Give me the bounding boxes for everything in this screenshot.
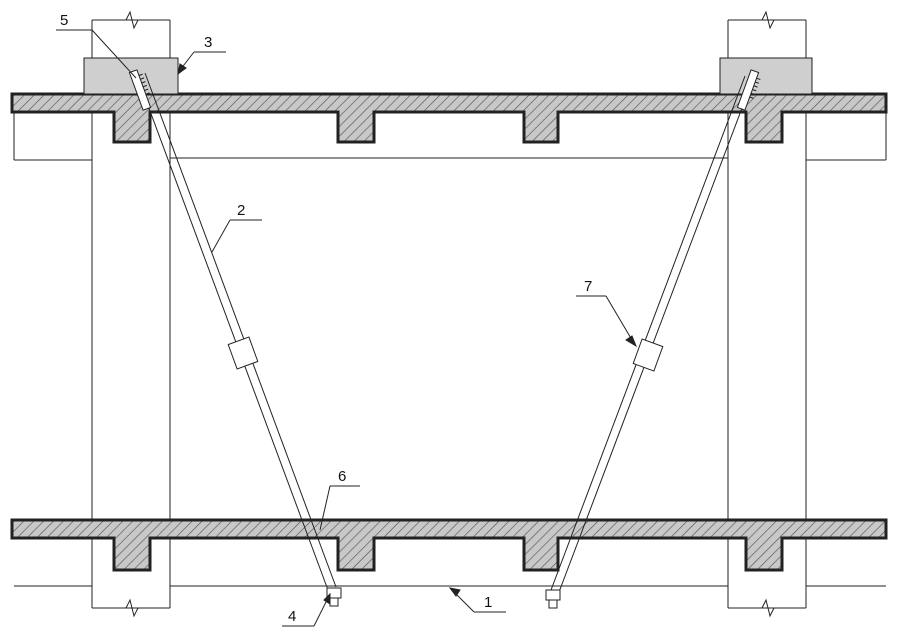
bottom-break-lines: [92, 598, 806, 618]
left-bearing-block: [83, 57, 179, 95]
right-bottom-anchor: [545, 589, 561, 609]
callout-5: 5: [60, 12, 68, 29]
top-break-lines: [92, 10, 806, 30]
callout-7: 7: [584, 278, 592, 295]
left-diagonal-brace: [136, 72, 337, 591]
callout-2: 2: [237, 202, 245, 219]
left-turnbuckle: [227, 336, 259, 370]
right-top-anchor: [736, 69, 761, 111]
callout-4: 4: [288, 608, 296, 625]
left-top-anchor: [128, 69, 152, 111]
columns: [91, 20, 807, 608]
right-turnbuckle: [632, 338, 664, 372]
callout-6: 6: [338, 468, 346, 485]
upper-slab: [10, 92, 888, 144]
beam-lines: [13, 112, 887, 587]
callout-3: 3: [204, 34, 212, 51]
callout-1: 1: [484, 594, 492, 611]
right-diagonal-brace: [547, 75, 754, 601]
lower-slab: [10, 518, 888, 572]
leader-lines: [56, 29, 638, 627]
right-bearing-block: [719, 57, 813, 95]
